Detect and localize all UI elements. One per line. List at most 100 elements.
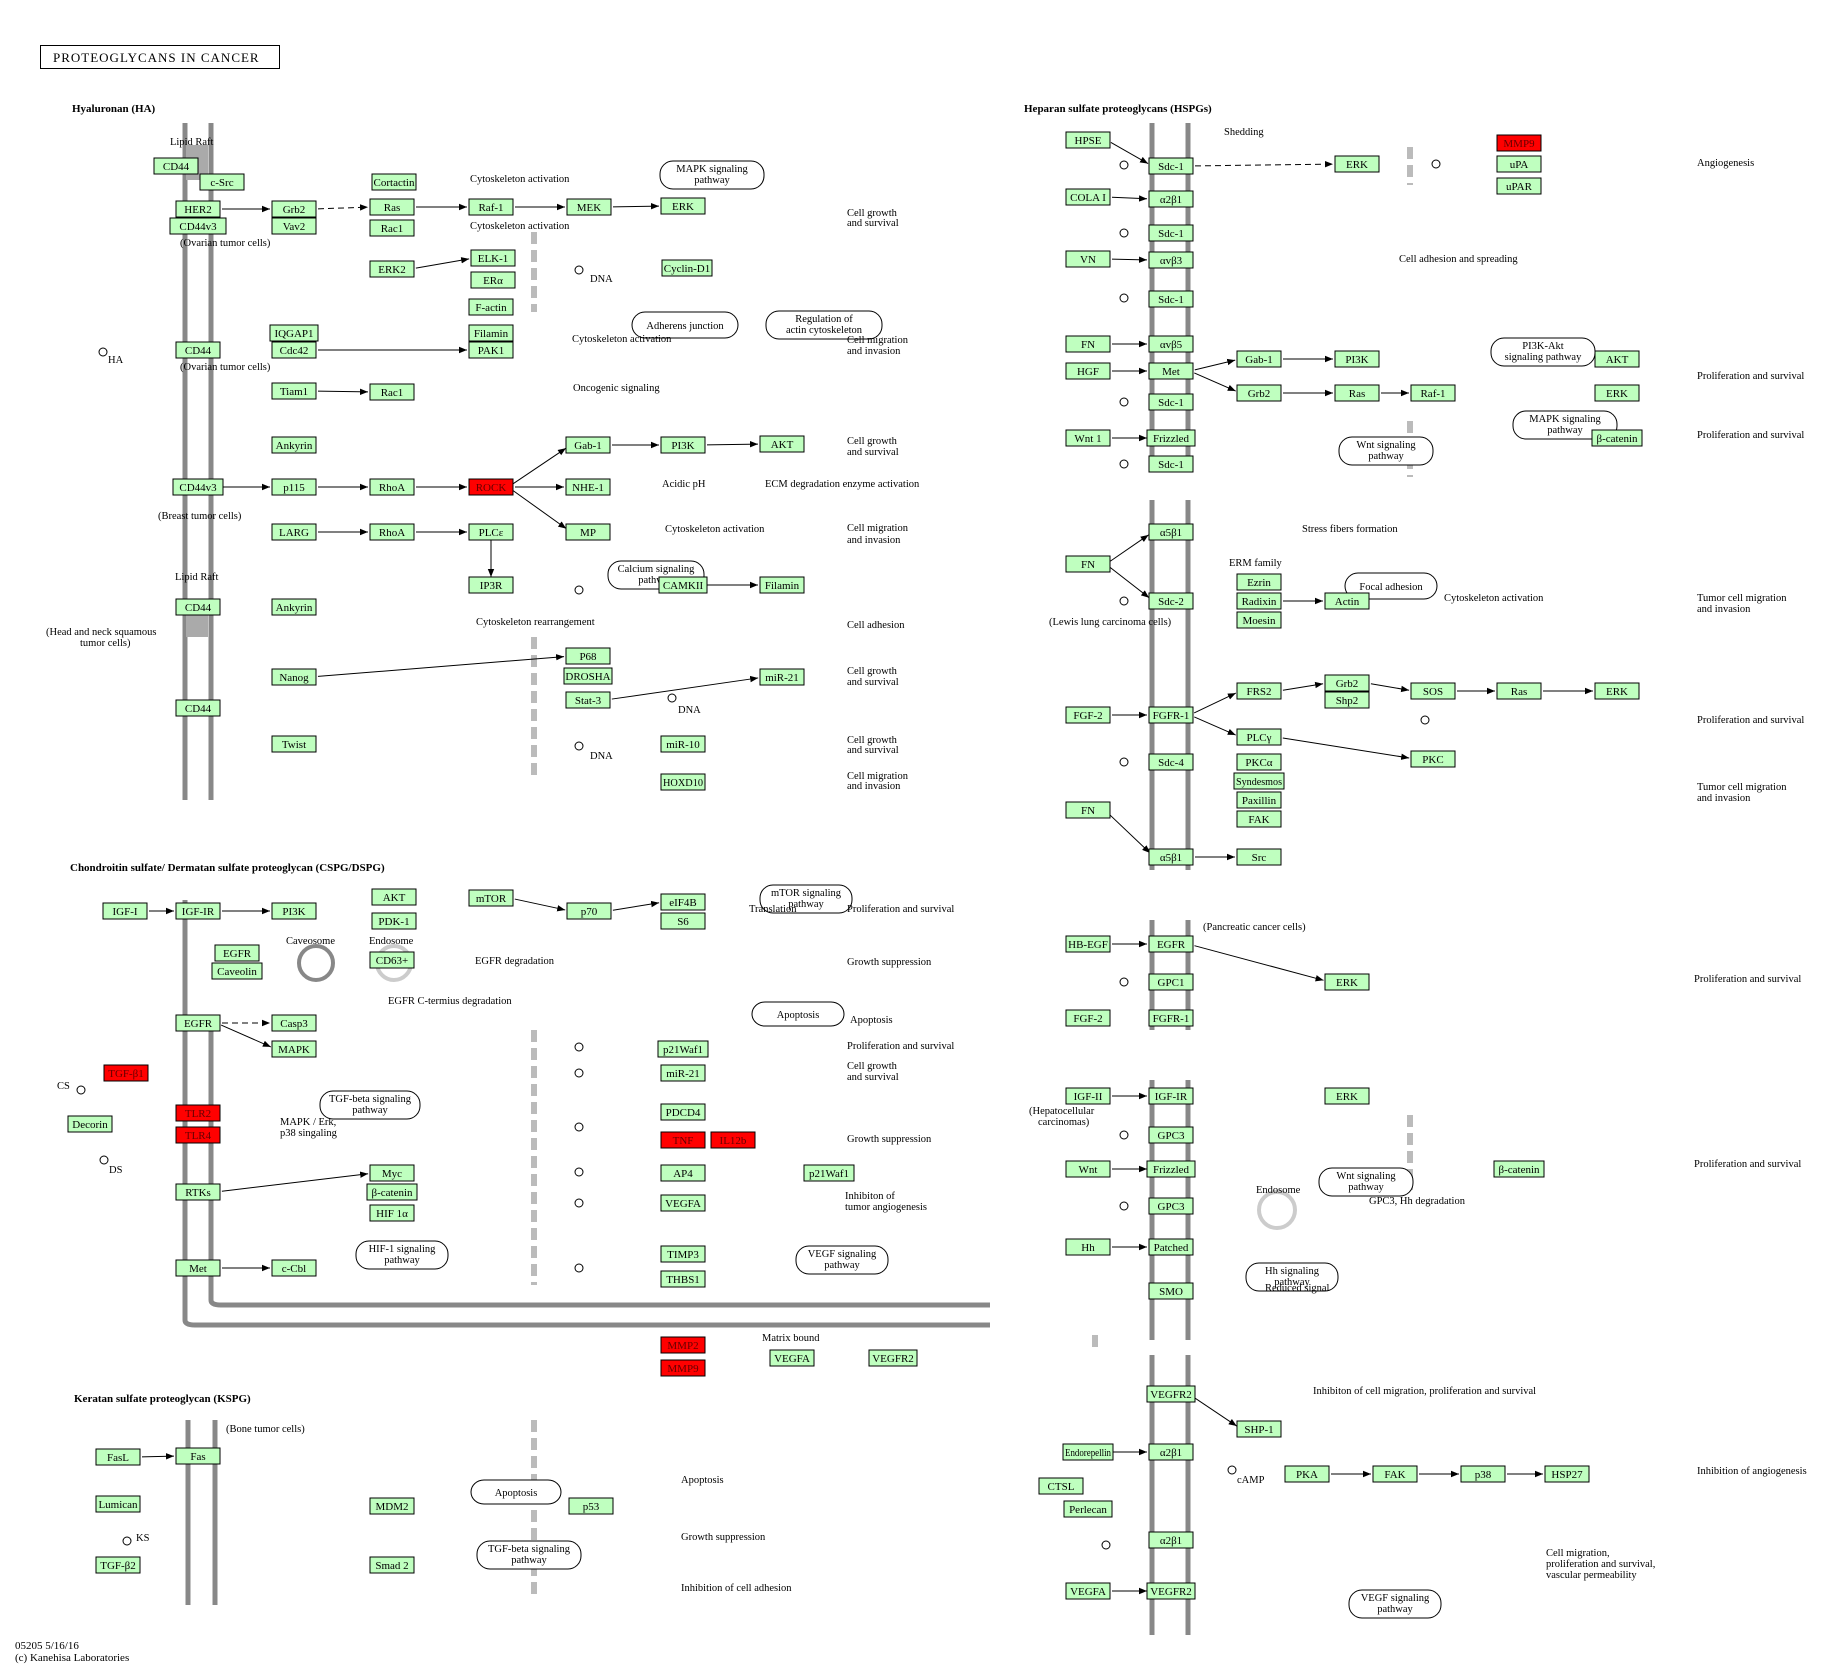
gene-box[interactable] [1148, 706, 1194, 724]
gene-box[interactable] [1038, 1477, 1084, 1495]
gene-sos[interactable]: SOS [1410, 682, 1456, 700]
gene-box[interactable] [660, 1270, 706, 1288]
gene-box[interactable] [1460, 1465, 1506, 1483]
gene-box[interactable] [1148, 753, 1194, 771]
gene-grb2-2[interactable]: Grb2 [1236, 384, 1282, 402]
gene-igfir-2[interactable]: IGF-IR [1148, 1087, 1194, 1105]
gene-camkii[interactable]: CAMKII [658, 576, 708, 594]
gene-fak-1[interactable]: FAK [1236, 810, 1282, 828]
gene-box[interactable] [1148, 335, 1194, 353]
gene-a2b1-3[interactable]: α2β1 [1148, 1531, 1194, 1549]
gene-box[interactable] [1148, 157, 1194, 175]
gene-mmp9-1[interactable]: MMP9 [660, 1359, 706, 1377]
gene-casp3[interactable]: Casp3 [271, 1014, 317, 1032]
gene-decorin[interactable]: Decorin [67, 1115, 113, 1133]
gene-box[interactable] [759, 668, 805, 686]
gene-box[interactable] [175, 598, 221, 616]
gene-box[interactable] [175, 200, 221, 218]
gene-fak-2[interactable]: FAK [1372, 1465, 1418, 1483]
gene-box[interactable] [660, 912, 706, 930]
gene-cdc42[interactable]: Cdc42 [271, 341, 317, 359]
gene-box[interactable] [271, 668, 317, 686]
gene-ccbl[interactable]: c-Cbl [271, 1259, 317, 1277]
gene-perlecan[interactable]: Perlecan [1063, 1500, 1113, 1518]
gene-box[interactable] [1334, 350, 1380, 368]
gene-box[interactable] [175, 902, 221, 920]
gene-box[interactable] [710, 1131, 756, 1149]
gene-egfr-1[interactable]: EGFR [214, 944, 260, 962]
gene-rhoa-1[interactable]: RhoA [369, 478, 415, 496]
pathway-link-oval[interactable] [1512, 410, 1618, 440]
gene-box[interactable] [175, 1259, 221, 1277]
gene-erk-6[interactable]: ERK [1324, 1087, 1370, 1105]
gene-raf1-1[interactable]: Raf-1 [468, 198, 514, 216]
gene-cyclind1[interactable]: Cyclin-D1 [661, 259, 713, 277]
gene-rock[interactable]: ROCK [468, 478, 514, 496]
gene-box[interactable] [153, 157, 199, 175]
gene-box[interactable] [1146, 1582, 1196, 1600]
gene-box[interactable] [1493, 1160, 1545, 1178]
gene-fn-1[interactable]: FN [1065, 335, 1111, 353]
gene-csrc[interactable]: c-Src [199, 173, 245, 191]
gene-patched[interactable]: Patched [1148, 1238, 1194, 1256]
gene-box[interactable] [369, 383, 415, 401]
gene-pi3k-2[interactable]: PI3K [271, 902, 317, 920]
gene-box[interactable] [660, 1194, 706, 1212]
gene-box[interactable] [1496, 682, 1542, 700]
gene-hbegf[interactable]: HB-EGF [1065, 935, 1111, 953]
gene-box[interactable] [175, 1014, 221, 1032]
gene-box[interactable] [271, 523, 317, 541]
gene-box[interactable] [369, 198, 415, 216]
gene-vegfa-1[interactable]: VEGFA [660, 1194, 706, 1212]
gene-gpc3-1[interactable]: GPC3 [1148, 1126, 1194, 1144]
gene-mtor[interactable]: mTOR [468, 889, 514, 907]
gene-box[interactable] [1236, 728, 1282, 746]
gene-vav2[interactable]: Vav2 [271, 217, 317, 235]
gene-box[interactable] [660, 1245, 706, 1263]
pathway-link-oval[interactable] [1245, 1262, 1339, 1292]
gene-nanog[interactable]: Nanog [271, 668, 317, 686]
gene-box[interactable] [1065, 801, 1111, 819]
gene-box[interactable] [271, 436, 317, 454]
gene-box[interactable] [660, 1359, 706, 1377]
gene-box[interactable] [175, 1183, 221, 1201]
gene-p21-1[interactable]: p21Waf1 [657, 1040, 709, 1058]
gene-a5b1-2[interactable]: α5β1 [1148, 848, 1194, 866]
gene-ras-1[interactable]: Ras [369, 198, 415, 216]
gene-factin[interactable]: F-actin [468, 298, 514, 316]
gene-frs2[interactable]: FRS2 [1236, 682, 1282, 700]
gene-box[interactable] [1496, 155, 1542, 173]
gene-box[interactable] [468, 324, 514, 342]
gene-box[interactable] [1236, 848, 1282, 866]
gene-box[interactable] [369, 523, 415, 541]
gene-box[interactable] [175, 341, 221, 359]
gene-box[interactable] [199, 173, 245, 191]
gene-frizzled-2[interactable]: Frizzled [1146, 1160, 1196, 1178]
gene-akt-2[interactable]: AKT [371, 888, 417, 906]
gene-box[interactable] [369, 219, 415, 237]
gene-box[interactable] [769, 1349, 815, 1367]
gene-box[interactable] [271, 341, 317, 359]
gene-ctsl[interactable]: CTSL [1038, 1477, 1084, 1495]
gene-rac1-2[interactable]: Rac1 [369, 383, 415, 401]
gene-box[interactable] [1148, 224, 1194, 242]
gene-igfir-1[interactable]: IGF-IR [175, 902, 221, 920]
gene-vn[interactable]: VN [1065, 250, 1111, 268]
gene-box[interactable] [468, 478, 514, 496]
gene-sdc1-3[interactable]: Sdc-1 [1148, 290, 1194, 308]
gene-p53[interactable]: p53 [568, 1497, 614, 1515]
gene-box[interactable] [660, 735, 706, 753]
gene-upar[interactable]: uPAR [1496, 177, 1542, 195]
gene-box[interactable] [1236, 611, 1282, 629]
gene-box[interactable] [1496, 177, 1542, 195]
gene-ankyrin-2[interactable]: Ankyrin [271, 598, 317, 616]
gene-box[interactable] [1148, 848, 1194, 866]
gene-box[interactable] [565, 523, 611, 541]
gene-smad2[interactable]: Smad 2 [369, 1556, 415, 1574]
gene-box[interactable] [470, 271, 516, 289]
gene-a2b1-1[interactable]: α2β1 [1148, 190, 1194, 208]
gene-hoxd10[interactable]: HOXD10 [660, 773, 706, 791]
gene-box[interactable] [868, 1349, 918, 1367]
